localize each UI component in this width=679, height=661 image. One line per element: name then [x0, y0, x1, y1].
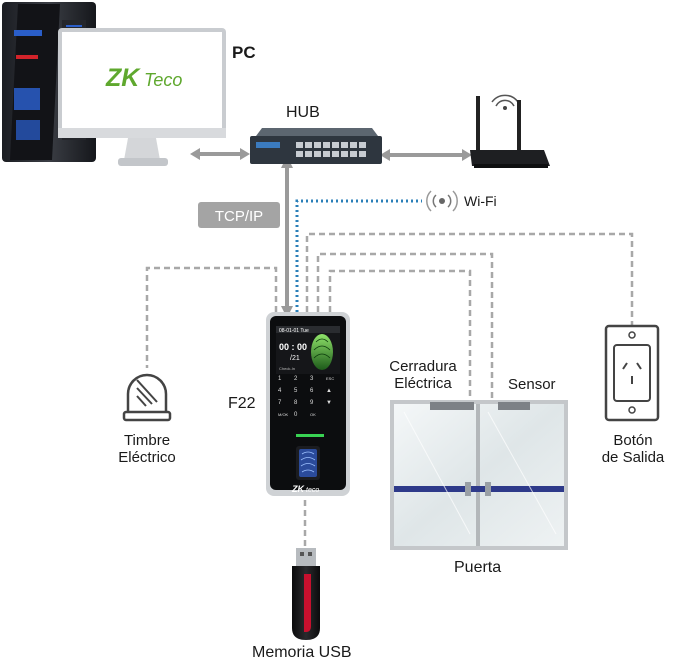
keypad-key: 4: [278, 388, 282, 394]
pc-hub-link: [190, 148, 250, 160]
exit-label-line2: de Salida: [601, 449, 665, 466]
keypad-key: ▼: [326, 400, 332, 406]
keypad-key: 0: [294, 412, 298, 418]
keypad-key: 2: [294, 376, 298, 382]
device-time-top: 00 : 00: [279, 342, 307, 352]
monitor-logo-zk: ZK: [105, 64, 141, 92]
sensor-link: [316, 252, 494, 398]
keypad-key: 7: [278, 400, 282, 406]
monitor-logo-teco: Teco: [144, 70, 182, 90]
tcpip-label: TCP/IP: [215, 208, 263, 225]
door-label: Puerta: [454, 559, 502, 576]
electric-bell-icon: [122, 373, 172, 422]
keypad-key: 3: [310, 376, 314, 382]
keypad-key: 6: [310, 388, 314, 394]
device-logo-zk: ZK: [291, 484, 305, 494]
lock-label-line1: Cerradura: [389, 358, 457, 375]
usb-label: Memoria USB: [252, 644, 352, 661]
hub-router-link: [380, 149, 472, 161]
device-logo-teco: teco: [306, 487, 319, 494]
keypad-key: OK: [310, 412, 316, 417]
lock-label: Cerradura Eléctrica: [378, 358, 468, 392]
exit-label: Botón de Salida: [594, 432, 672, 466]
keypad-key: ▲: [326, 388, 332, 394]
pc-label: PC: [232, 43, 256, 62]
bell-link: [145, 266, 278, 368]
keypad-key: 8: [294, 400, 298, 406]
keypad-key: ESC: [326, 376, 334, 381]
wifi-label: Wi-Fi: [464, 193, 497, 209]
wifi-link: [295, 199, 422, 312]
tcpip-link: [281, 156, 293, 318]
fingerprint-terminal-icon: 08-01-01 Tue 00 : 00 /21 Check-In 1 2 3 ESC…: [266, 312, 350, 496]
glass-door-icon: [390, 400, 568, 550]
bell-label: Timbre Eléctrico: [104, 432, 190, 466]
network-switch-icon: [250, 128, 382, 164]
wifi-signal-icon: [426, 190, 458, 212]
monitor-icon: ZK Teco: [58, 28, 226, 166]
keypad-key: 9: [310, 400, 314, 406]
exit-button-icon: [604, 324, 660, 422]
sensor-label: Sensor: [508, 376, 556, 393]
bell-label-line1: Timbre: [123, 432, 171, 449]
exit-link: [305, 232, 634, 326]
lock-link: [328, 269, 472, 398]
hub-label: HUB: [286, 104, 320, 121]
exit-label-line1: Botón: [613, 432, 653, 449]
tcpip-badge: TCP/IP: [198, 202, 280, 228]
usb-drive-icon: [292, 548, 320, 640]
device-time-bottom: /21: [290, 355, 300, 362]
lock-label-line2: Eléctrica: [394, 375, 452, 392]
keypad-key: 5: [294, 388, 298, 394]
keypad-key: 1: [278, 376, 282, 382]
device-date: 08-01-01 Tue: [279, 328, 309, 334]
bell-label-line2: Eléctrico: [118, 449, 176, 466]
keypad: 1 2 3 ESC 4 5 6 ▲ 7 8 9 ▼ M/OK 0 OK: [278, 376, 334, 418]
wifi-router-icon: [470, 94, 550, 168]
keypad-key: M/OK: [278, 412, 289, 417]
device-label: F22: [228, 395, 256, 412]
device-status: Check-In: [279, 366, 295, 371]
